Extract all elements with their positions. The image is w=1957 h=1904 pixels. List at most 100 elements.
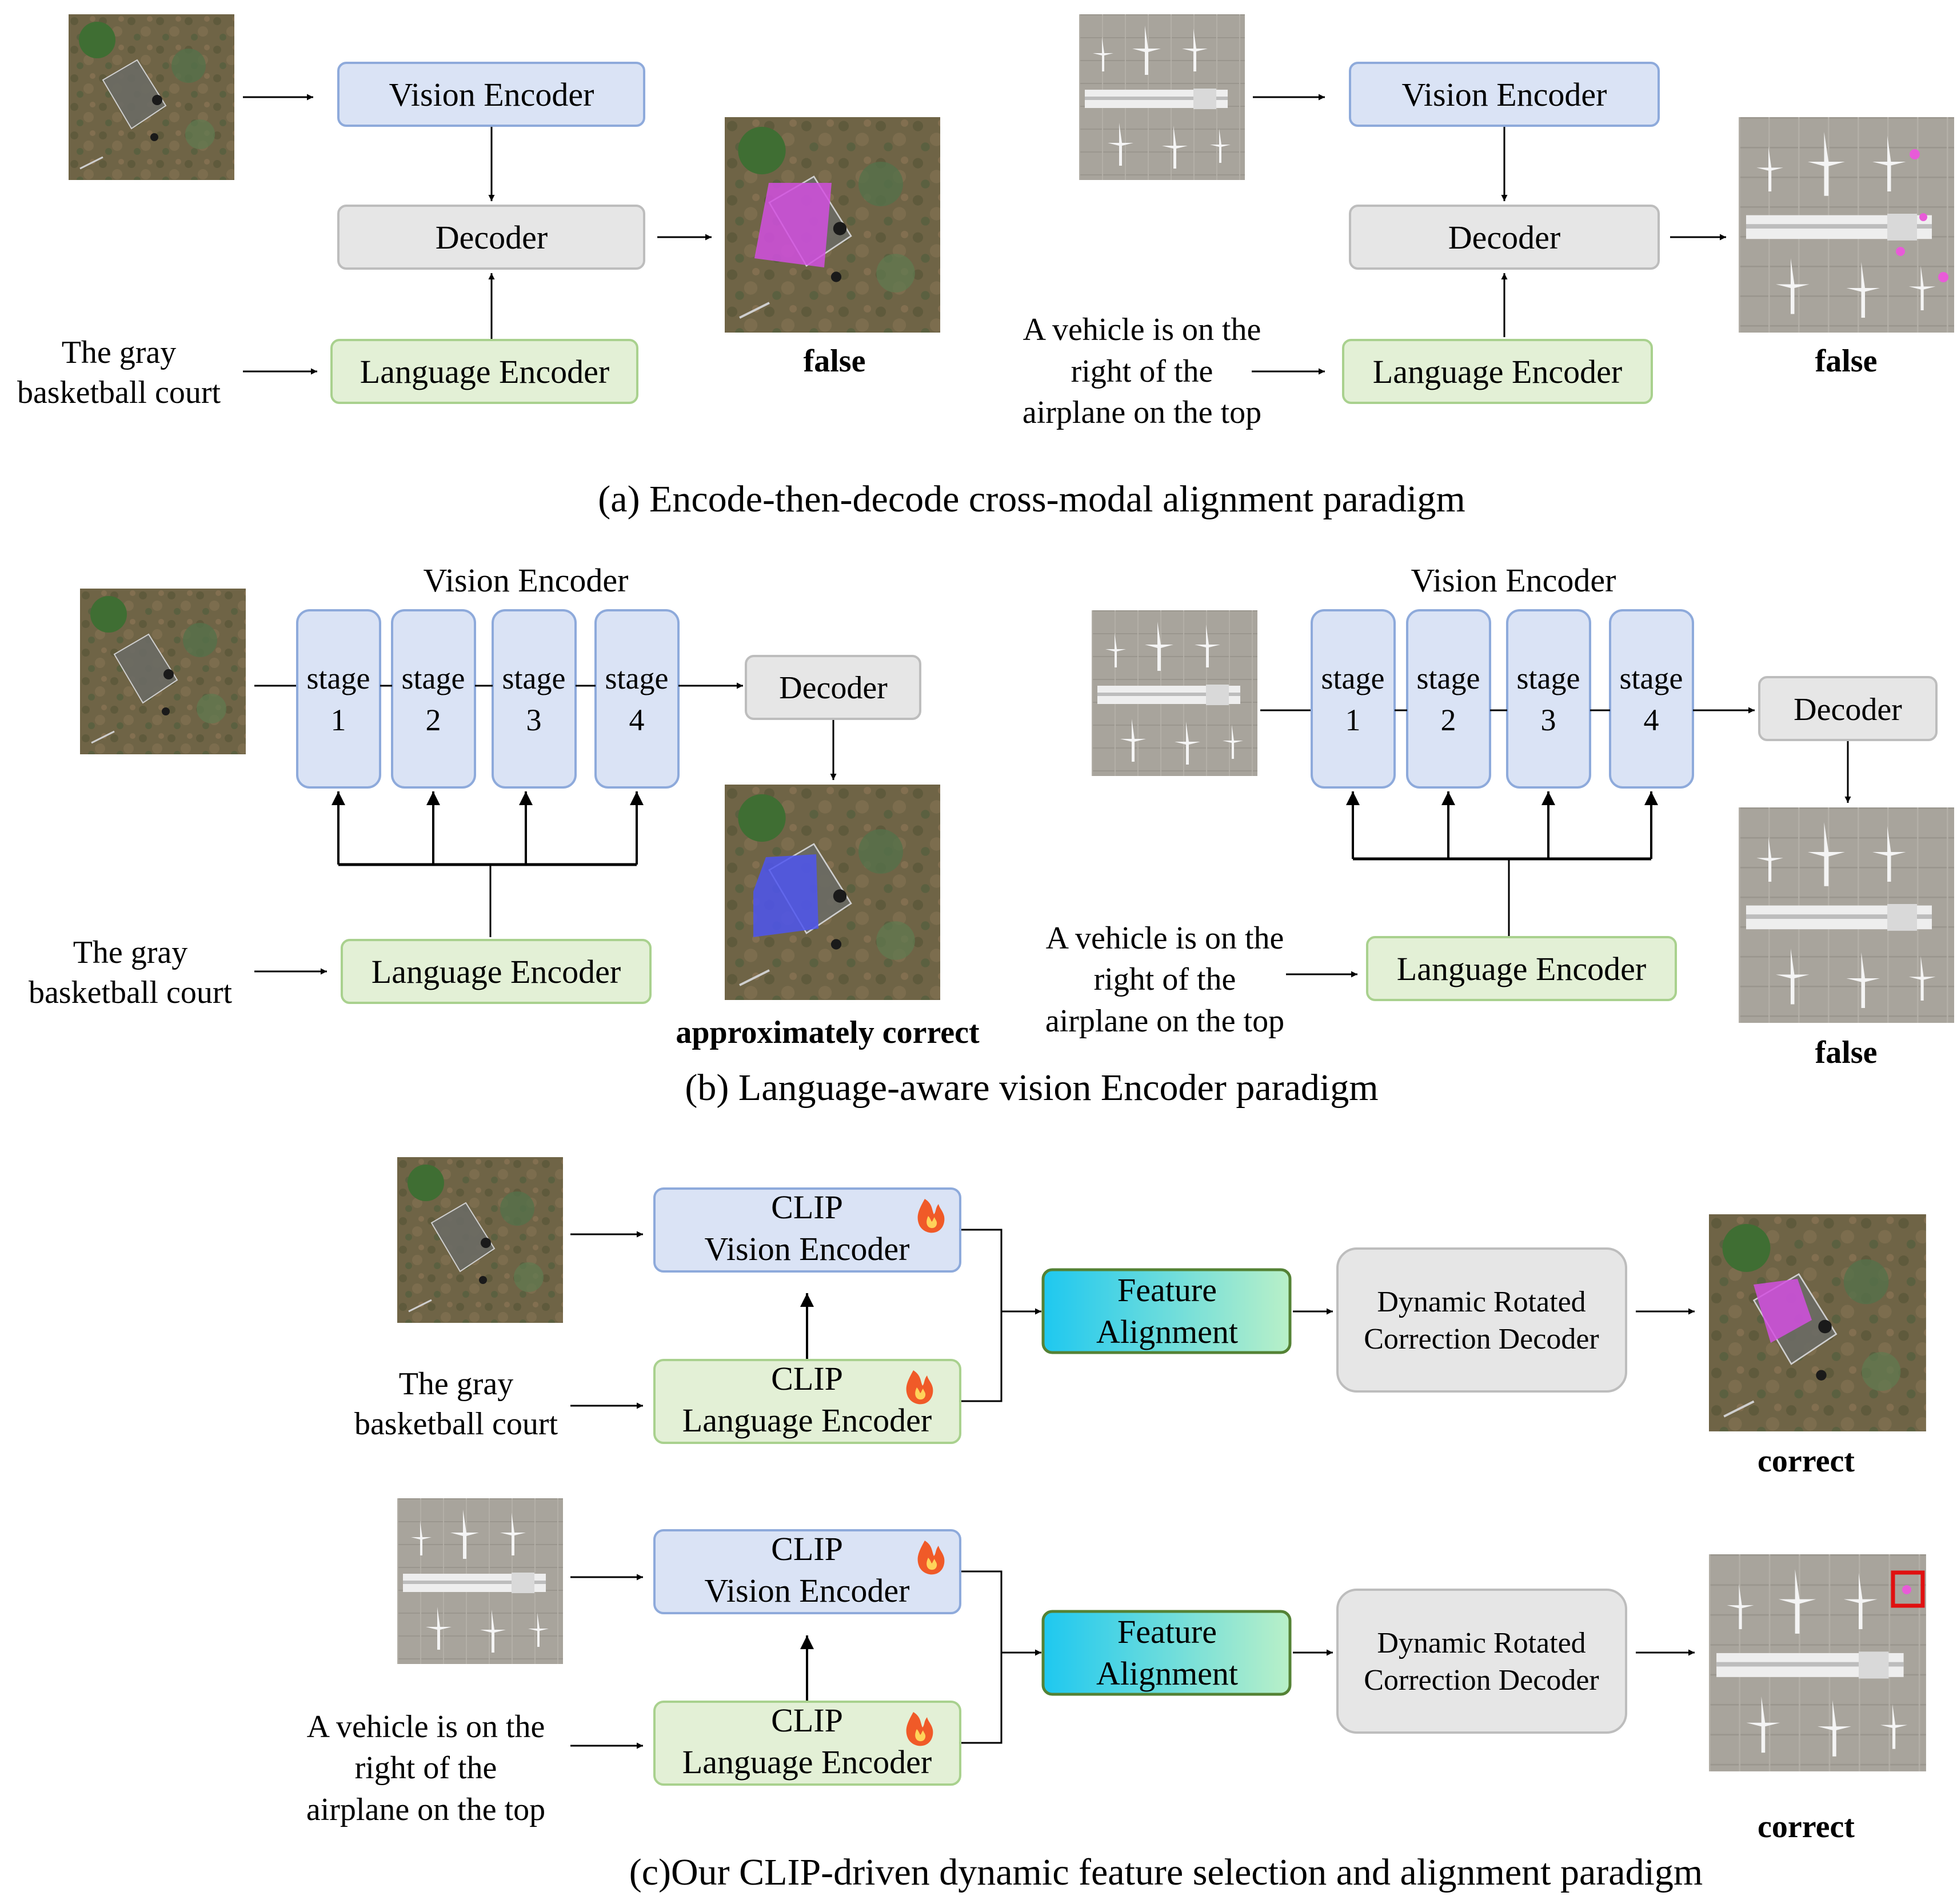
svg-text:3: 3 (1541, 703, 1556, 737)
result-false: false (1815, 343, 1878, 379)
decoder-box (1758, 676, 1938, 741)
decoder-label: Decoder (779, 670, 888, 706)
svg-text:stage: stage (605, 661, 669, 695)
decoder-box (337, 205, 645, 270)
output-image-airport (1709, 1554, 1926, 1771)
stage-block-3: stage 3 (492, 609, 577, 789)
language-encoder-box (1342, 339, 1653, 404)
panel-b-right: Vision Encoder stage 1 stage 2 stage 3 s… (1045, 562, 1954, 1070)
feature-label: Feature (1117, 1613, 1217, 1650)
dynamic-rotated-label: Dynamic Rotated (1377, 1286, 1585, 1318)
svg-text:stage: stage (307, 661, 370, 695)
query-line-2: right of the (1071, 354, 1213, 389)
panel-b-left: Vision Encoder stage 1 stage 2 stage 3 s… (29, 562, 980, 1050)
input-image-court (396, 1156, 564, 1324)
alignment-label: Alignment (1096, 1313, 1238, 1350)
correction-decoder-label: Correction Decoder (1364, 1323, 1599, 1355)
flame-icon (906, 1712, 933, 1746)
query-line-3: airplane on the top (1023, 395, 1261, 430)
decoder-label: Decoder (1448, 219, 1560, 256)
svg-text:stage: stage (1517, 661, 1580, 695)
language-encoder-box (1366, 936, 1677, 1001)
vision-encoder-label: Vision Encoder (705, 1230, 910, 1267)
svg-text:1: 1 (1345, 703, 1361, 737)
query-line-3: airplane on the top (306, 1792, 545, 1827)
result-false: false (804, 343, 866, 379)
decoder-label: Decoder (1794, 692, 1902, 727)
dynamic-rotated-label: Dynamic Rotated (1377, 1627, 1585, 1659)
query-line-1: The gray (399, 1366, 514, 1402)
stage-block-1: stage 1 (1311, 609, 1396, 789)
feature-label: Feature (1117, 1271, 1217, 1309)
result-correct: correct (1758, 1809, 1855, 1845)
svg-text:2: 2 (1441, 703, 1456, 737)
result-approximately-correct: approximately correct (676, 1015, 980, 1050)
correction-decoder-label: Correction Decoder (1364, 1664, 1599, 1697)
query-line-1: The gray (73, 935, 188, 970)
clip-language-encoder-box (653, 1359, 961, 1444)
feature-alignment-box (1041, 1610, 1292, 1696)
mask-magenta (1754, 1279, 1812, 1343)
query-line-2: right of the (1094, 962, 1236, 997)
output-image-court (724, 116, 941, 334)
vision-encoder-label: Vision Encoder (1411, 562, 1616, 599)
vision-encoder-label: Vision Encoder (705, 1572, 910, 1609)
svg-text:stage: stage (402, 661, 465, 695)
query-line-1: A vehicle is on the (1023, 312, 1261, 347)
language-encoder-label: Language Encoder (1373, 353, 1622, 390)
caption-c: (c)Our CLIP-driven dynamic feature selec… (629, 1851, 1703, 1893)
panel-a-left: Vision Encoder Decoder Language Encoder … (17, 13, 941, 410)
query-line-1: A vehicle is on the (1046, 921, 1284, 956)
query-line-2: basketball court (29, 975, 233, 1010)
input-image-court (67, 13, 235, 181)
svg-text:stage: stage (502, 661, 566, 695)
query-line-3: airplane on the top (1045, 1003, 1284, 1039)
language-encoder-label: Language Encoder (682, 1402, 932, 1439)
flame-icon (906, 1370, 933, 1405)
query-line-2: right of the (355, 1750, 497, 1786)
vision-encoder-label: Vision Encoder (424, 562, 629, 599)
mask-magenta-spot (1919, 213, 1927, 221)
language-encoder-label: Language Encoder (682, 1743, 932, 1781)
language-encoder-label: Language Encoder (360, 353, 609, 390)
panel-c-row-1: CLIP Vision Encoder CLIP Language Encode… (354, 1156, 1927, 1479)
mask-magenta-spot (1910, 149, 1920, 159)
mask-magenta (754, 183, 832, 267)
query-line-1: The gray (62, 335, 177, 370)
stage-block-4: stage 4 (594, 609, 680, 789)
language-encoder-label: Language Encoder (372, 953, 621, 990)
output-image-airport (1739, 807, 1954, 1023)
svg-text:1: 1 (331, 703, 346, 737)
stage-block-1: stage 1 (296, 609, 381, 789)
input-image-airport (1092, 610, 1257, 776)
stage-block-2: stage 2 (1406, 609, 1491, 789)
output-image-airport (1739, 117, 1954, 333)
mask-magenta-spot (1896, 247, 1905, 256)
stage-block-2: stage 2 (391, 609, 476, 789)
input-image-airport (1079, 14, 1245, 180)
mask-magenta-spot (1902, 1585, 1911, 1594)
output-image-court (1708, 1213, 1927, 1433)
decoder-box (1349, 205, 1660, 270)
vision-encoder-label: Vision Encoder (389, 76, 594, 113)
language-encoder-box (341, 939, 652, 1004)
svg-text:2: 2 (426, 703, 441, 737)
decoder-label: Decoder (436, 219, 548, 256)
output-image-court (724, 783, 941, 1001)
input-image-court (79, 587, 247, 755)
mask-magenta-spot (1938, 272, 1948, 282)
result-correct: correct (1758, 1443, 1855, 1479)
language-encoder-label: Language Encoder (1397, 950, 1646, 987)
vision-encoder-box (337, 62, 645, 127)
panel-a-right: Vision Encoder Decoder Language Encoder … (1023, 14, 1954, 430)
query-line-2: basketball court (354, 1406, 558, 1442)
dynamic-rotated-correction-decoder-box (1336, 1247, 1627, 1393)
caption-b: (b) Language-aware vision Encoder paradi… (685, 1067, 1378, 1109)
flame-icon (917, 1541, 945, 1575)
query-line-1: A vehicle is on the (307, 1709, 545, 1745)
result-false: false (1815, 1035, 1878, 1070)
clip-label: CLIP (771, 1360, 843, 1397)
highlight-box (1891, 1570, 1925, 1608)
stage-block-4: stage 4 (1609, 609, 1694, 789)
